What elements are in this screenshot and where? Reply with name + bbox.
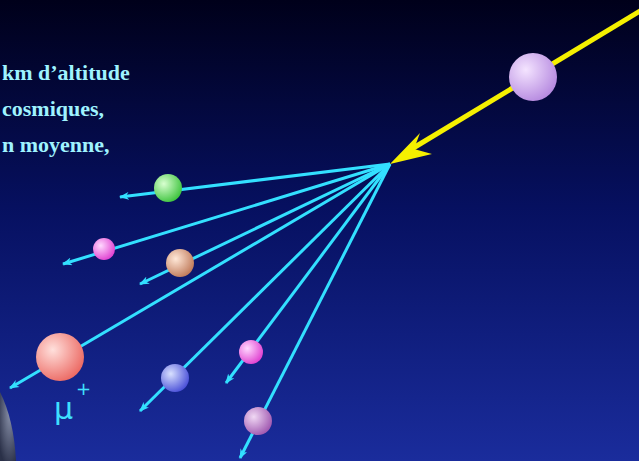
charge-sign: + [76,380,91,398]
caption-line: cosmiques, [2,98,104,120]
caption-line: n moyenne, [2,134,110,156]
secondary-tracks [10,164,390,458]
primary-particle [509,53,557,101]
caption-line: km d’altitude [2,62,130,84]
particle-symbol: μ [54,394,73,424]
primary-track [390,8,639,164]
earth-edge [0,392,16,461]
secondary-particles [36,174,272,435]
